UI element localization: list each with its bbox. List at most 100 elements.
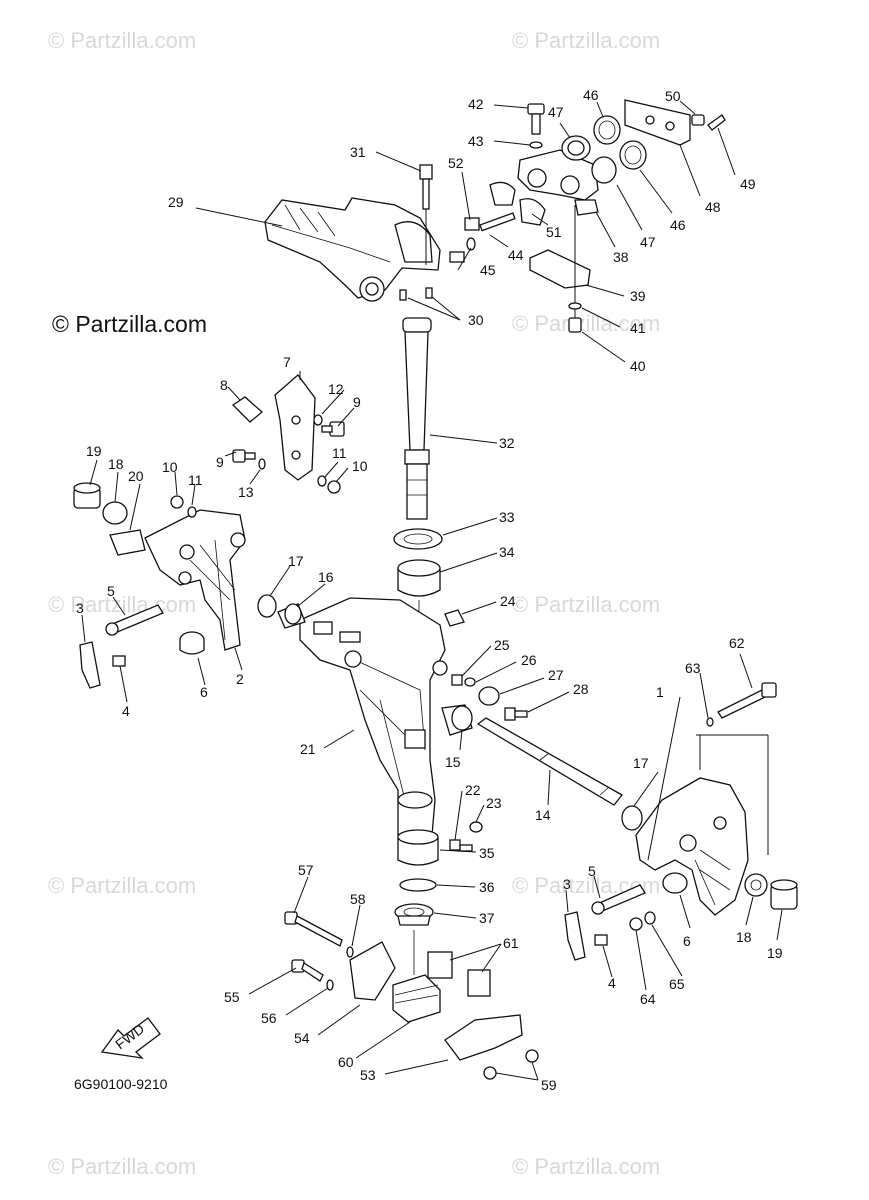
- bolt-28[interactable]: [504, 707, 528, 721]
- bushing-37[interactable]: [394, 903, 434, 926]
- friction-assembly[interactable]: [464, 99, 726, 333]
- watermark: © Partzilla.com: [48, 873, 197, 898]
- washer-11b[interactable]: [187, 506, 197, 518]
- bolt-62[interactable]: [717, 682, 777, 719]
- callout-27: 27: [548, 667, 564, 683]
- clamp-screw-5b[interactable]: [591, 884, 646, 915]
- callout-59: 59: [541, 1077, 557, 1093]
- callout-labels: 1 2 3 3 4 4 5 5 6 6 7 8 9 9 10 10 11 11 …: [76, 87, 783, 1093]
- bolt-55[interactable]: [291, 959, 324, 982]
- callout-10: 10: [162, 459, 178, 475]
- plate-7[interactable]: [274, 374, 316, 481]
- bolt-9[interactable]: [321, 421, 345, 437]
- callout-43: 43: [468, 133, 484, 149]
- bolt-57[interactable]: [284, 911, 343, 947]
- mount-60[interactable]: [392, 974, 441, 1023]
- tilt-shaft-14[interactable]: [476, 717, 623, 806]
- callout-17: 17: [633, 755, 649, 771]
- clamp-screw-5[interactable]: [105, 604, 164, 636]
- bolt-9b[interactable]: [232, 449, 256, 463]
- handle-3[interactable]: [79, 641, 101, 689]
- washer-17b[interactable]: [621, 805, 643, 831]
- washer-65[interactable]: [644, 911, 656, 925]
- o-ring-36[interactable]: [399, 878, 437, 892]
- watermark: © Partzilla.com: [512, 592, 661, 617]
- steering-arm[interactable]: [264, 197, 465, 302]
- callout-19: 19: [767, 945, 783, 961]
- callout-55: 55: [224, 989, 240, 1005]
- washer-56[interactable]: [326, 979, 334, 991]
- washer-63[interactable]: [706, 717, 714, 727]
- callout-5: 5: [107, 583, 115, 599]
- washer-13[interactable]: [258, 458, 266, 470]
- callout-60: 60: [338, 1054, 354, 1070]
- pin-4b[interactable]: [594, 934, 608, 946]
- watermark: © Partzilla.com: [512, 1154, 661, 1179]
- washer-17[interactable]: [257, 594, 277, 618]
- callout-38: 38: [613, 249, 629, 265]
- clamp-bracket-right[interactable]: [635, 777, 749, 916]
- clamp-bracket-left[interactable]: [144, 509, 246, 651]
- callout-63: 63: [685, 660, 701, 676]
- callout-26: 26: [521, 652, 537, 668]
- stopper-24[interactable]: [444, 609, 465, 627]
- bolt-31[interactable]: [419, 164, 433, 265]
- nut-10[interactable]: [327, 480, 341, 494]
- callout-39: 39: [630, 288, 646, 304]
- callout-3: 3: [563, 876, 571, 892]
- callout-3: 3: [76, 600, 84, 616]
- bushing-33[interactable]: [393, 528, 443, 550]
- nut-18b[interactable]: [744, 873, 768, 897]
- nut-59b[interactable]: [483, 1066, 497, 1080]
- spacer-8[interactable]: [231, 396, 263, 423]
- steering-shaft[interactable]: [399, 287, 433, 520]
- watermark-main[interactable]: © Partzilla.com: [52, 311, 207, 337]
- washer-58[interactable]: [346, 946, 354, 958]
- callout-46: 46: [583, 87, 599, 103]
- callout-8: 8: [220, 377, 228, 393]
- callout-51: 51: [546, 224, 562, 240]
- callout-33: 33: [499, 509, 515, 525]
- callout-53: 53: [360, 1067, 376, 1083]
- bushing-34[interactable]: [397, 559, 441, 597]
- callout-65: 65: [669, 976, 685, 992]
- callout-6: 6: [200, 684, 208, 700]
- bushing-35[interactable]: [397, 829, 439, 866]
- nut-10b[interactable]: [170, 495, 184, 509]
- callout-10: 10: [352, 458, 368, 474]
- callout-24: 24: [500, 593, 516, 609]
- callout-28: 28: [573, 681, 589, 697]
- plate-20[interactable]: [109, 529, 146, 556]
- callout-41: 41: [630, 320, 646, 336]
- watermark: © Partzilla.com: [48, 592, 197, 617]
- pad-6[interactable]: [179, 631, 205, 655]
- bracket-54[interactable]: [349, 941, 396, 1001]
- cover-53[interactable]: [444, 1014, 523, 1061]
- swivel-bracket[interactable]: [299, 597, 448, 836]
- washer-26[interactable]: [464, 677, 476, 687]
- pin-4[interactable]: [112, 655, 126, 667]
- callout-14: 14: [535, 807, 551, 823]
- nut-64[interactable]: [629, 917, 643, 931]
- cap-19b[interactable]: [770, 879, 798, 910]
- callout-35: 35: [479, 845, 495, 861]
- cap-19[interactable]: [73, 482, 101, 509]
- cap-23[interactable]: [469, 821, 483, 833]
- callout-7: 7: [283, 354, 291, 370]
- grease-nipple-25[interactable]: [451, 674, 463, 686]
- washer-11[interactable]: [317, 475, 327, 487]
- grease-fitting-22[interactable]: [449, 839, 473, 852]
- nut-18[interactable]: [102, 501, 128, 525]
- callout-2: 2: [236, 671, 244, 687]
- nut-59[interactable]: [525, 1049, 539, 1063]
- bushing-27[interactable]: [478, 686, 500, 706]
- bushing-15[interactable]: [441, 704, 473, 736]
- callout-36: 36: [479, 879, 495, 895]
- bushing-16[interactable]: [277, 603, 306, 629]
- callout-6: 6: [683, 933, 691, 949]
- callout-1: 1: [656, 684, 664, 700]
- handle-3b[interactable]: [564, 911, 586, 961]
- washer-12[interactable]: [313, 414, 323, 426]
- callout-23: 23: [486, 795, 502, 811]
- damper-61[interactable]: [427, 951, 491, 997]
